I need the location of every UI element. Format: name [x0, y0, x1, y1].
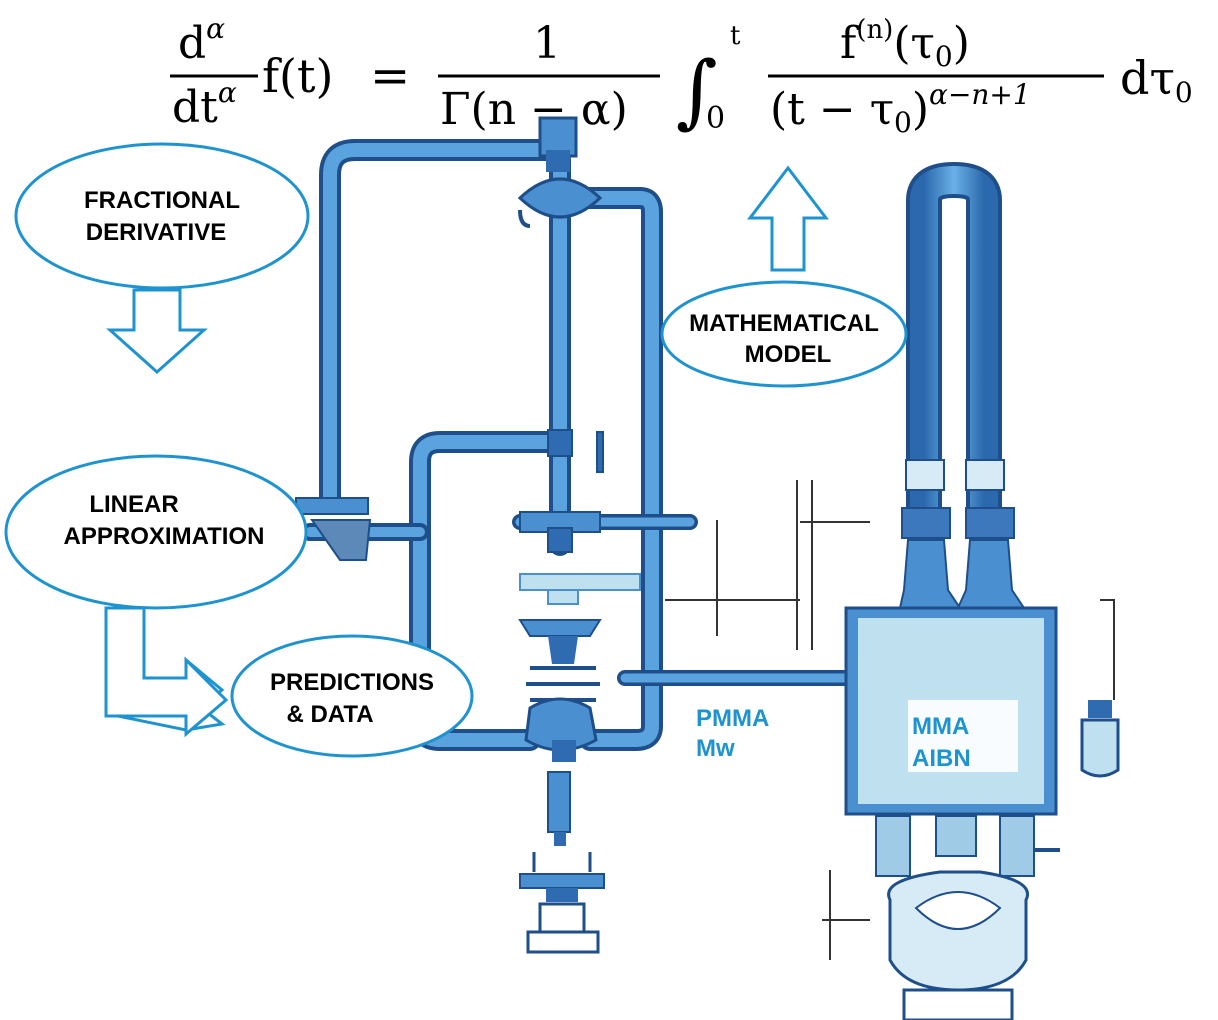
top-inlet-valve	[517, 116, 603, 228]
fractional-derivative-equation: dα dtα f(t) = 1 Γ(n − α) ∫ t 0 f(n)(τ0) …	[170, 12, 1193, 139]
stream-label-reactor: MMA AIBN	[912, 713, 971, 772]
arrow-right-bend	[104, 606, 229, 738]
reactor-vessel	[844, 161, 1120, 1020]
eq-integral-upper: t	[730, 21, 741, 51]
eq-integral-sign: ∫	[676, 44, 718, 137]
bubble-fractional-derivative: FRACTIONAL DERIVATIVE	[14, 142, 310, 290]
eq-lhs-function: f(t)	[262, 49, 333, 103]
eq-coef-numerator: 1	[533, 18, 561, 69]
eq-lhs-denominator: dtα	[172, 76, 237, 133]
bubble-predictions-data: PREDICTIONS & DATA	[230, 634, 474, 758]
bubble-mathematical-model: MATHEMATICAL MODEL	[660, 280, 908, 388]
bubble-predictions-line2: & DATA	[286, 701, 373, 728]
column-internals	[518, 573, 641, 762]
bubble-mathematical-line1: MATHEMATICAL	[689, 310, 879, 337]
bubble-linear-approximation: LINEAR APPROXIMATION	[4, 454, 308, 610]
bubble-linear-line1: LINEAR	[89, 491, 178, 518]
eq-lhs-numerator: dα	[178, 12, 225, 69]
eq-differential: dτ0	[1120, 51, 1193, 109]
bubble-linear-line2: APPROXIMATION	[64, 523, 265, 550]
instrument-lines	[665, 480, 1115, 960]
bottom-discharge-assembly	[519, 771, 605, 954]
eq-frac-denominator: (t − τ0)α−n+1	[770, 78, 1031, 139]
bubble-predictions-line1: PREDICTIONS	[270, 669, 434, 696]
stream-reactor-line2: AIBN	[912, 745, 971, 772]
eq-frac-numerator: f(n)(τ0)	[840, 15, 970, 73]
eq-equals: =	[370, 48, 410, 104]
stream-label-product: PMMA Mw	[696, 705, 769, 762]
arrow-up-icon	[746, 165, 830, 272]
bubble-fractional-line2: DERIVATIVE	[86, 219, 226, 246]
column-flanges	[519, 429, 604, 553]
arrow-down-icon	[106, 288, 208, 375]
bubble-mathematical-line2: MODEL	[745, 341, 832, 368]
bubble-fractional-line1: FRACTIONAL	[84, 187, 240, 214]
eq-coef-denominator: Γ(n − α)	[440, 84, 628, 135]
stream-reactor-line1: MMA	[912, 713, 969, 740]
eq-integral-lower: 0	[706, 101, 725, 136]
stream-product-line2: Mw	[696, 735, 735, 762]
stream-product-line1: PMMA	[696, 705, 769, 732]
